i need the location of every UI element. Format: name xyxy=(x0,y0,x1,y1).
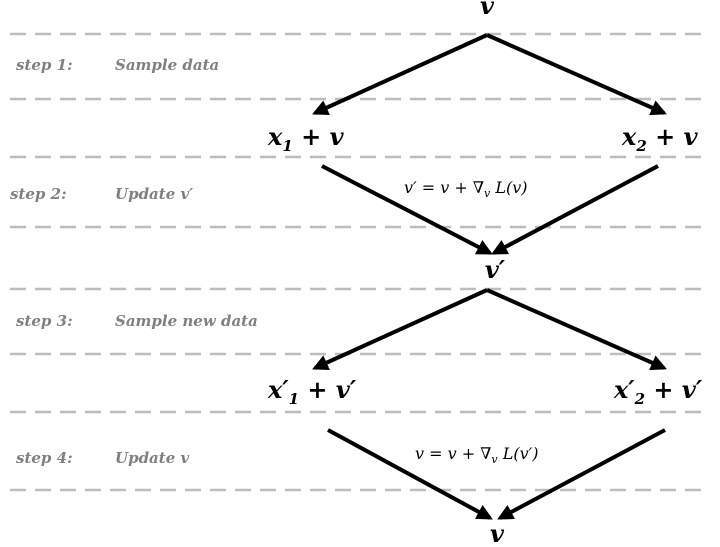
dashed-separators xyxy=(10,32,705,492)
step-3-desc: Sample new data xyxy=(115,312,258,330)
update-formula-1: v′ = v + ∇v L(v) xyxy=(404,178,528,200)
node-v-prime: v′ xyxy=(485,255,506,284)
node-x2-plus-v: x2 + v xyxy=(621,122,699,155)
node-v-bottom: v xyxy=(490,519,505,547)
arrow-x2-to-mid xyxy=(491,164,659,255)
node-v-top: v xyxy=(480,0,495,20)
arrow-x2p-to-bottom xyxy=(497,428,666,520)
node-x1-plus-v: x1 + v xyxy=(267,122,345,155)
arrow-x1-to-mid xyxy=(321,164,493,255)
update-formula-2: v = v + ∇v L(v′) xyxy=(415,444,539,466)
arrow-x1p-to-bottom xyxy=(327,428,493,520)
arrow-top-to-x2 xyxy=(486,33,667,116)
step-2-desc: Update v′ xyxy=(115,185,193,203)
step-1-label: step 1: xyxy=(16,56,73,74)
node-x1p-plus-vp: x′1 + v′ xyxy=(267,375,357,408)
arrow-mid-to-x2p xyxy=(486,288,667,371)
step-4-label: step 4: xyxy=(16,449,73,467)
step-2-label: step 2: xyxy=(10,185,67,203)
arrow-top-to-x1 xyxy=(312,33,488,115)
step-1-desc: Sample data xyxy=(115,56,219,74)
node-x2p-plus-vp: x′2 + v′ xyxy=(613,375,703,408)
step-3-label: step 3: xyxy=(16,312,73,330)
step-4-desc: Update v xyxy=(115,449,189,467)
arrow-mid-to-x1p xyxy=(312,288,488,370)
